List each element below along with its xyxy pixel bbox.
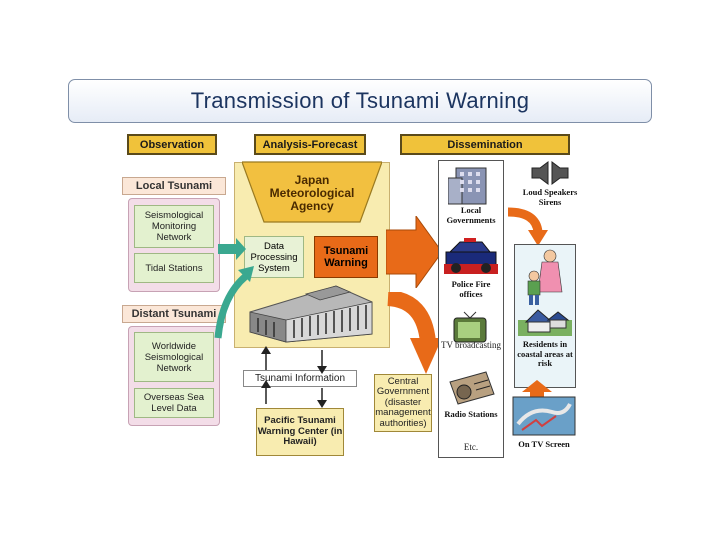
page-title: Transmission of Tsunami Warning (68, 79, 652, 123)
tv-screen-icon (512, 396, 576, 436)
data-processing-system: Data Processing System (244, 236, 304, 278)
local-governments-label: Local Governments (440, 205, 502, 225)
header-observation-label: Observation (139, 138, 205, 151)
distant-tsunami-text: Distant Tsunami (131, 308, 217, 320)
ptwc-box: Pacific Tsunami Warning Center (in Hawai… (256, 408, 344, 456)
orange-arrow-main (386, 216, 443, 288)
worldwide-network-text: Worldwide Seismological Network (144, 340, 204, 374)
title-text: Transmission of Tsunami Warning (190, 88, 530, 113)
tv-broadcasting-label: TV broadcasting (440, 340, 502, 350)
radio-icon (449, 371, 495, 405)
police-fire-label: Police Fire offices (440, 279, 502, 299)
on-tv-screen-label: On TV Screen (508, 439, 580, 450)
tsunami-warning-box: Tsunami Warning (314, 236, 378, 278)
tsunami-information-box: Tsunami Information (243, 370, 357, 387)
etc-text: Etc. (463, 442, 479, 452)
jma-title-text: Japan Meteorological Agency (269, 172, 355, 213)
header-observation: Observation (127, 134, 217, 155)
header-dissemination: Dissemination (400, 134, 570, 155)
local-governments-text: Local Governments (446, 205, 496, 225)
header-dissemination-label: Dissemination (447, 138, 523, 151)
ptwc-text: Pacific Tsunami Warning Center (in Hawai… (257, 415, 343, 448)
police-fire-text: Police Fire offices (451, 279, 491, 299)
green-arrow-local (218, 238, 246, 260)
orange-arrow-speakers (507, 207, 548, 246)
jma-banner (242, 161, 382, 223)
orange-arrow-curve (387, 292, 442, 374)
tsunami-information-text: Tsunami Information (254, 373, 346, 384)
police-car-icon (444, 238, 498, 274)
info-arrows (261, 346, 327, 408)
header-analysis: Analysis-Forecast (254, 134, 366, 155)
central-government-box: Central Government (disaster management … (374, 374, 432, 432)
jma-title: Japan Meteorological Agency (262, 168, 362, 218)
distant-tsunami-label: Distant Tsunami (122, 305, 226, 323)
loud-speakers-label: Loud Speakers Sirens (512, 187, 588, 207)
building-icon (249, 285, 373, 343)
etc-label: Etc. (440, 442, 502, 452)
local-tsunami-label: Local Tsunami (122, 177, 226, 195)
radio-stations-text: Radio Stations (444, 409, 498, 419)
on-tv-screen-text: On TV Screen (518, 439, 570, 449)
radio-stations-label: Radio Stations (440, 409, 502, 420)
tidal-stations-cell: Tidal Stations (134, 253, 214, 283)
tidal-stations-text: Tidal Stations (145, 262, 203, 274)
dissemination-column (438, 160, 504, 458)
residents-label: Residents in coastal areas at risk (514, 339, 576, 369)
central-government-text: Central Government (disaster management … (375, 375, 431, 429)
orange-arrow-down (522, 380, 552, 402)
loud-speaker-icon (531, 161, 569, 185)
tv-icon (453, 311, 487, 343)
tv-broadcasting-text: TV broadcasting (440, 340, 502, 350)
local-government-icon (448, 167, 487, 205)
overseas-sea-level-text: Overseas Sea Level Data (143, 392, 205, 414)
family-icon (527, 249, 563, 305)
residents-text: Residents in coastal areas at risk (517, 339, 573, 368)
green-arrow-distant (214, 266, 254, 339)
tsunami-warning-text: Tsunami Warning (323, 245, 369, 269)
overseas-sea-level-cell: Overseas Sea Level Data (134, 388, 214, 418)
seismological-network-cell: Seismological Monitoring Network (134, 205, 214, 248)
loud-speakers-text: Loud Speakers Sirens (522, 187, 578, 207)
seismological-network-text: Seismological Monitoring Network (144, 210, 204, 243)
worldwide-network-cell: Worldwide Seismological Network (134, 332, 214, 382)
local-tsunami-text: Local Tsunami (135, 180, 213, 192)
house-icon (518, 309, 572, 336)
header-analysis-label: Analysis-Forecast (262, 138, 358, 151)
data-processing-text: Data Processing System (250, 240, 298, 274)
